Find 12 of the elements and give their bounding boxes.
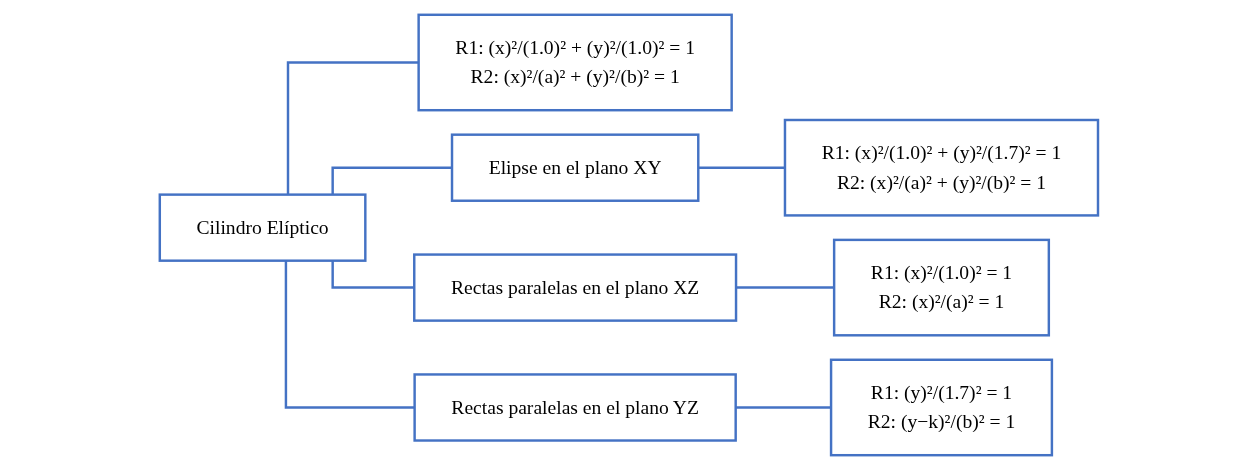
node-box: R1: (y)²/(1.7)² = 1 R2: (y−k)²/(b)² = 1 bbox=[829, 358, 1054, 456]
node-box: Rectas paralelas en el plano YZ bbox=[413, 372, 737, 442]
node-box: Cilindro Elíptico bbox=[158, 192, 367, 262]
connector bbox=[284, 260, 415, 409]
connector bbox=[286, 60, 419, 195]
node-box: R1: (x)²/(1.0)² + (y)²/(1.7)² = 1 R2: (x)²/(a)² + (y)²/(b)² = 1 bbox=[783, 118, 1100, 217]
connector bbox=[331, 260, 415, 289]
node-box: Rectas paralelas en el plano XZ bbox=[413, 252, 738, 322]
connector bbox=[331, 166, 453, 195]
node-box: R1: (x)²/(1.0)² = 1 R2: (x)²/(a)² = 1 bbox=[833, 238, 1051, 337]
node-box: R1: (x)²/(1.0)² + (y)²/(1.0)² = 1 R2: (x)²/(a)² + (y)²/(b)² = 1 bbox=[417, 13, 733, 111]
node-box: Elipse en el plano XY bbox=[450, 132, 700, 202]
